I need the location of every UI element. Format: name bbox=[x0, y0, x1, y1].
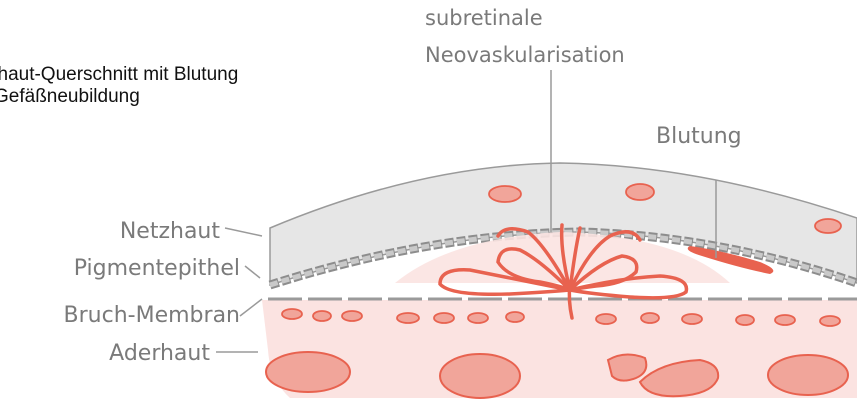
label-neovascularization-line-2: Neovaskularisation bbox=[425, 43, 625, 67]
label-retina: Netzhaut bbox=[120, 219, 221, 244]
label-bruch-membrane: Bruch-Membran bbox=[64, 303, 240, 328]
label-bleeding: Blutung bbox=[656, 124, 742, 149]
label-pigment-epithelium: Pigmentepithel bbox=[74, 256, 240, 281]
pigment-epithelium-leader bbox=[245, 266, 260, 278]
label-neovascularization-line-1: subretinale bbox=[425, 6, 543, 30]
bruch-membrane-leader bbox=[240, 299, 262, 316]
label-choroid: Aderhaut bbox=[109, 341, 210, 366]
retina-leader bbox=[225, 228, 262, 236]
